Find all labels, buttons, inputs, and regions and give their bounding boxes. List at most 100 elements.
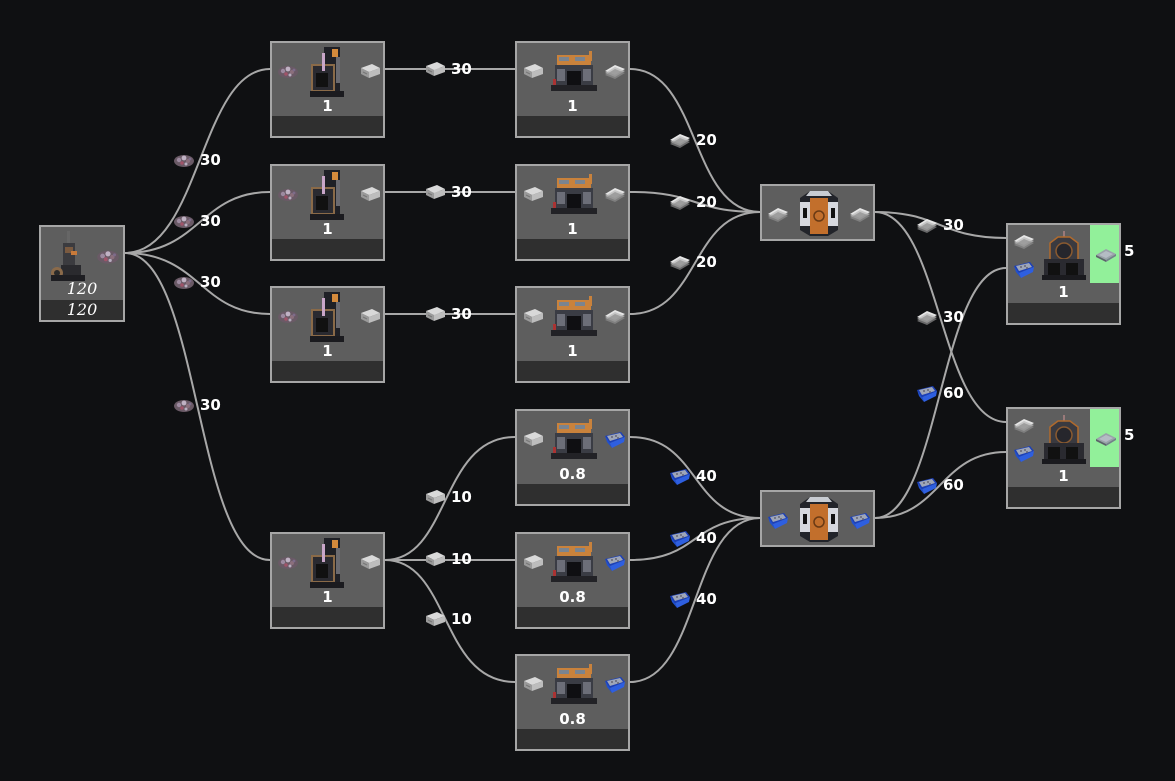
edge-merger-plates-to-assembler-2 <box>874 211 1007 423</box>
machine-count: 0.8 <box>559 588 586 606</box>
node-smelter-2[interactable]: 1 <box>270 164 385 261</box>
panel-icon <box>1094 427 1118 455</box>
plate-icon <box>668 128 692 152</box>
blue-crate-icon <box>603 427 627 455</box>
node-smelter-3[interactable]: 1 <box>270 286 385 383</box>
blue-crate-icon <box>668 526 692 550</box>
edge-rate-label: 40 <box>668 466 717 486</box>
node-smelter-1[interactable]: 1 <box>270 41 385 138</box>
node-press-4[interactable]: 0.8 <box>515 409 630 506</box>
ingot-icon <box>358 304 382 332</box>
edge-miner-to-smelter-4 <box>124 252 271 561</box>
node-footer <box>272 361 383 381</box>
edge-rate-value: 10 <box>451 488 472 506</box>
ingot-icon <box>358 59 382 87</box>
plate-icon <box>1012 413 1036 441</box>
ore-icon <box>276 182 300 210</box>
edge-rate-label: 40 <box>668 528 717 548</box>
ingot-icon <box>423 607 447 631</box>
assembler-icon <box>1036 413 1092 471</box>
ore-icon <box>172 209 196 233</box>
node-footer <box>272 116 383 136</box>
edge-rate-value: 20 <box>696 193 717 211</box>
edge-rate-value: 40 <box>696 529 717 547</box>
plate-icon <box>603 182 627 210</box>
panel-icon <box>1094 243 1118 271</box>
blue-crate-icon <box>603 550 627 578</box>
edge-press-3-to-merger-plates <box>629 211 761 315</box>
constructor-icon <box>545 172 601 226</box>
ingot-icon <box>423 485 447 509</box>
node-press-6[interactable]: 0.8 <box>515 654 630 751</box>
edge-rate-label: 30 <box>423 304 472 324</box>
node-footer <box>517 607 628 627</box>
blue-crate-icon <box>668 464 692 488</box>
ingot-icon <box>423 57 447 81</box>
assembler-icon <box>1036 229 1092 287</box>
plate-icon <box>668 190 692 214</box>
edge-rate-label: 20 <box>668 252 717 272</box>
node-press-3[interactable]: 1 <box>515 286 630 383</box>
ingot-icon <box>358 182 382 210</box>
constructor-icon <box>545 49 601 103</box>
edge-rate-value: 30 <box>451 305 472 323</box>
ore-icon <box>172 393 196 417</box>
edge-smelter-4-to-press-4 <box>384 436 516 561</box>
furnace-icon <box>306 166 350 228</box>
blue-crate-icon <box>1012 257 1036 285</box>
edge-press-4-to-merger-crates <box>629 436 761 519</box>
node-footer <box>517 361 628 381</box>
node-footer <box>517 239 628 259</box>
edge-rate-label: 30 <box>172 211 221 231</box>
edge-rate-label: 60 <box>915 475 964 495</box>
node-press-5[interactable]: 0.8 <box>515 532 630 629</box>
ore-icon <box>95 243 121 273</box>
node-smelter-4[interactable]: 1 <box>270 532 385 629</box>
edge-press-6-to-merger-crates <box>629 517 761 683</box>
ingot-icon <box>521 304 545 332</box>
node-press-2[interactable]: 1 <box>515 164 630 261</box>
edge-press-5-to-merger-crates <box>629 517 761 561</box>
edge-rate-label: 20 <box>668 192 717 212</box>
node-footer <box>1008 303 1119 323</box>
edge-rate-label: 10 <box>423 487 472 507</box>
plate-icon <box>915 213 939 237</box>
plate-icon <box>603 304 627 332</box>
node-merger-plates[interactable] <box>760 184 875 241</box>
edge-rate-value: 30 <box>943 216 964 234</box>
node-footer <box>1008 487 1119 507</box>
edge-rate-label: 60 <box>915 383 964 403</box>
machine-count: 1 <box>567 220 578 238</box>
blue-crate-icon <box>603 672 627 700</box>
machine-count: 1 <box>567 97 578 115</box>
mining-drill-icon <box>47 229 91 289</box>
machine-count: 1 <box>1058 283 1069 301</box>
ore-icon <box>172 148 196 172</box>
node-merger-crates[interactable] <box>760 490 875 547</box>
ore-icon <box>172 270 196 294</box>
edge-rate-label: 10 <box>423 609 472 629</box>
edge-rate-value: 60 <box>943 476 964 494</box>
edge-rate-value: 10 <box>451 550 472 568</box>
edge-rate-label: 20 <box>668 130 717 150</box>
furnace-icon <box>306 288 350 350</box>
ingot-icon <box>423 547 447 571</box>
machine-count: 1 <box>1058 467 1069 485</box>
edge-rate-value: 40 <box>696 467 717 485</box>
edge-rate-label: 30 <box>915 215 964 235</box>
edge-rate-value: 30 <box>451 60 472 78</box>
storage-container-icon <box>792 188 846 242</box>
edge-merger-plates-to-assembler-1 <box>874 211 1007 239</box>
edge-rate-label: 30 <box>423 182 472 202</box>
node-press-1[interactable]: 1 <box>515 41 630 138</box>
ore-icon <box>276 59 300 87</box>
ingot-icon <box>358 550 382 578</box>
node-assembler-2[interactable]: 1 <box>1006 407 1121 509</box>
node-assembler-1[interactable]: 1 <box>1006 223 1121 325</box>
edge-rate-value: 30 <box>200 273 221 291</box>
edge-press-2-to-merger-plates <box>629 191 761 213</box>
edge-rate-label: 40 <box>668 589 717 609</box>
machine-count: 1 <box>322 97 333 115</box>
blue-crate-icon <box>848 508 872 536</box>
